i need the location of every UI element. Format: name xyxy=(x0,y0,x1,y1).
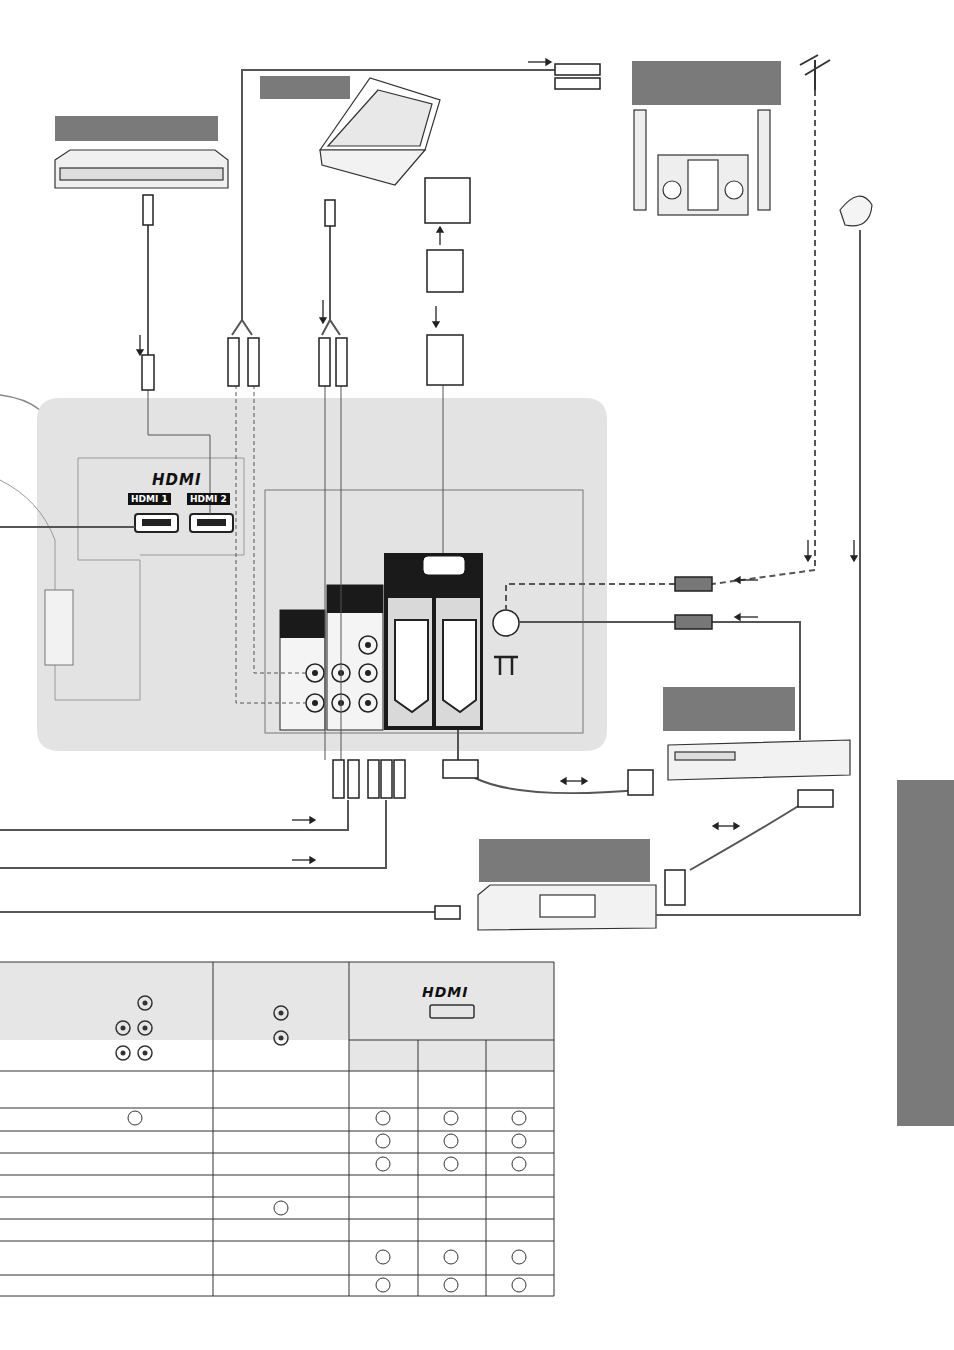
port-name: HDMI 2 xyxy=(190,494,227,504)
port-name: HDMI 1 xyxy=(131,494,168,504)
arrows xyxy=(137,59,857,863)
port-tag: HDMI 2 xyxy=(187,493,230,505)
hdmi-logo: HDMI xyxy=(152,471,202,489)
compatibility-table xyxy=(0,962,554,1296)
hdmi-logo: HDMI xyxy=(422,984,468,1000)
devices xyxy=(55,55,872,930)
cables xyxy=(0,70,860,915)
port-tag: HDMI 1 xyxy=(128,493,171,505)
plugs xyxy=(142,64,833,919)
tv-rear-panel xyxy=(0,395,607,751)
